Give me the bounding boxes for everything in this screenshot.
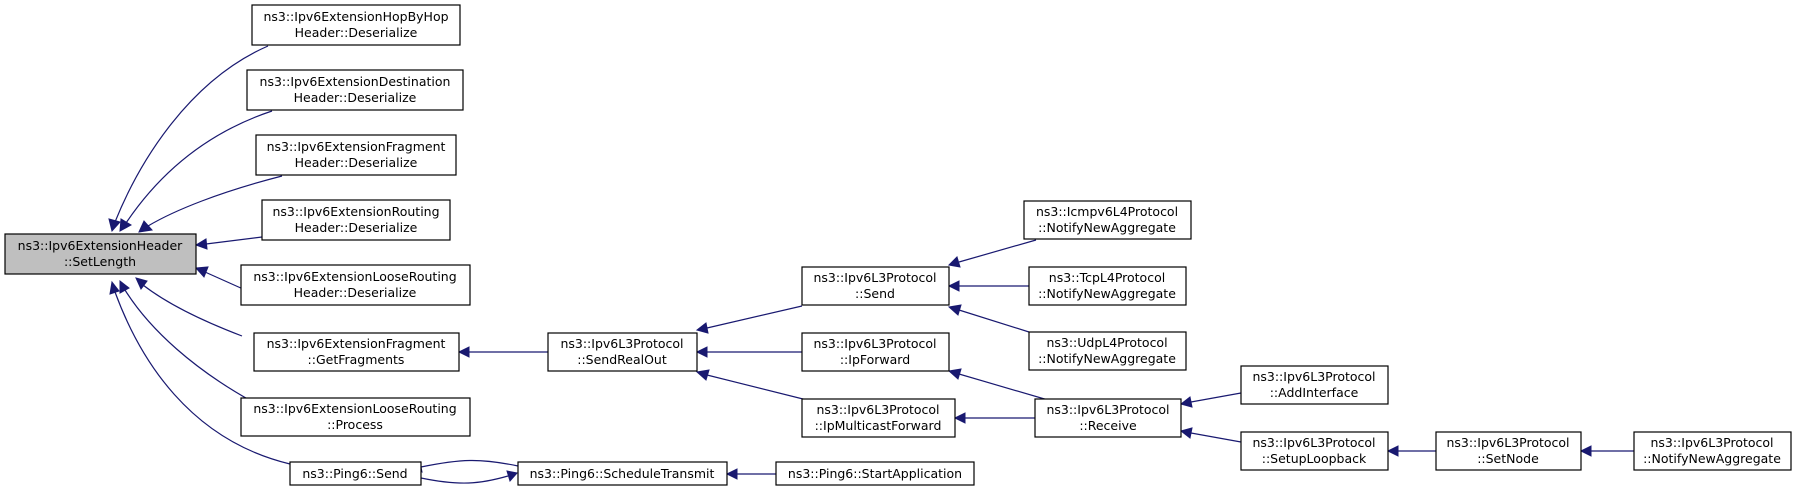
edge-setuploop-to-receive (1179, 427, 1242, 443)
edge-ping6send-to-schedule (420, 470, 518, 484)
edge-notifyagg-to-setnode (1579, 445, 1634, 457)
node-label-line-1: ns3::Ipv6ExtensionHopByHop (263, 9, 448, 24)
node-label-line-1: ns3::UdpL4Protocol (1046, 335, 1167, 350)
node-label-line-2: ::SetupLoopback (1262, 451, 1367, 466)
node-label-line-1: ns3::Ipv6L3Protocol (1046, 402, 1169, 417)
node-label-line-2: Header::Deserialize (294, 90, 417, 105)
node-tcpl4protocol-notifynewaggregate[interactable]: ns3::TcpL4Protocol ::NotifyNewAggregate (1028, 266, 1187, 306)
edge-udpl4-to-l3send (947, 304, 1030, 333)
edge-hopbyhop-to-root (108, 45, 269, 233)
node-label-line-2: ::Receive (1079, 418, 1137, 433)
edge-receive-to-ipforward (947, 368, 1049, 401)
node-udpl4protocol-notifynewaggregate[interactable]: ns3::UdpL4Protocol ::NotifyNewAggregate (1028, 331, 1187, 371)
node-looserouting-process[interactable]: ns3::Ipv6ExtensionLooseRouting ::Process (240, 397, 471, 437)
node-ipv6l3protocol-notifynewaggregate[interactable]: ns3::Ipv6L3Protocol ::NotifyNewAggregate (1633, 431, 1792, 471)
node-label-line-1: ns3::Ipv6L3Protocol (813, 270, 936, 285)
node-label-line-1: ns3::Ipv6ExtensionRouting (272, 204, 439, 219)
node-hopbyhop-deserialize[interactable]: ns3::Ipv6ExtensionHopByHop Header::Deser… (251, 4, 461, 46)
edge-looseprocess-to-root (119, 279, 254, 403)
node-ipv6l3protocol-ipmulticastforward[interactable]: ns3::Ipv6L3Protocol ::IpMulticastForward (801, 398, 956, 438)
node-label-line-2: Header::Deserialize (294, 285, 417, 300)
edge-looserouting-to-root (194, 266, 244, 290)
edge-routing-to-root (194, 236, 263, 250)
node-ipv6extensionheader-setlength[interactable]: ns3::Ipv6ExtensionHeader ::SetLength (4, 233, 197, 275)
node-label-line-2: ::IpForward (840, 352, 910, 367)
node-ipv6l3protocol-sendrealout[interactable]: ns3::Ipv6L3Protocol ::SendRealOut (547, 332, 698, 372)
node-label-line-1: ns3::Ipv6L3Protocol (816, 402, 939, 417)
node-label-line-2: Header::Deserialize (295, 220, 418, 235)
node-ping6-send[interactable]: ns3::Ping6::Send (289, 461, 422, 486)
node-label-line-2: ::SetLength (64, 254, 136, 269)
node-label-line-2: ::SetNode (1477, 451, 1539, 466)
node-label-line-2: Header::Deserialize (295, 155, 418, 170)
node-label-line-2: Header::Deserialize (295, 25, 418, 40)
edge-ping6send-to-root (109, 280, 291, 465)
node-label-line-1: ns3::TcpL4Protocol (1049, 270, 1165, 285)
node-ping6-startapplication[interactable]: ns3::Ping6::StartApplication (775, 461, 975, 486)
edge-icmpv6-to-l3send (947, 239, 1037, 268)
edges (108, 45, 1634, 484)
edge-ipforward-to-sendrealout (695, 346, 802, 358)
node-ping6-scheduletransmit[interactable]: ns3::Ping6::ScheduleTransmit (517, 461, 728, 486)
node-label-line-2: ::NotifyNewAggregate (1038, 220, 1176, 235)
edge-sendrealout-to-getfrags (457, 346, 548, 358)
edge-getfrags-to-root (135, 277, 243, 337)
node-label-line-1: ns3::Ipv6L3Protocol (1446, 435, 1569, 450)
node-fragmentheader-deserialize[interactable]: ns3::Ipv6ExtensionFragment Header::Deser… (255, 134, 457, 176)
edge-tcpl4-to-l3send (947, 280, 1034, 292)
node-destination-deserialize[interactable]: ns3::Ipv6ExtensionDestination Header::De… (246, 69, 464, 111)
node-routingheader-deserialize[interactable]: ns3::Ipv6ExtensionRouting Header::Deseri… (261, 199, 451, 241)
node-ipv6l3protocol-setnode[interactable]: ns3::Ipv6L3Protocol ::SetNode (1435, 431, 1582, 471)
edge-destination-to-root (119, 110, 273, 232)
node-label-line-1: ns3::Ipv6ExtensionHeader (18, 238, 184, 253)
node-label-line-2: ::NotifyNewAggregate (1038, 351, 1176, 366)
node-label-line-1: ns3::Ipv6L3Protocol (1252, 435, 1375, 450)
node-ipv6l3protocol-receive[interactable]: ns3::Ipv6L3Protocol ::Receive (1034, 398, 1182, 438)
node-label-line-2: ::NotifyNewAggregate (1643, 451, 1781, 466)
edge-fraghdr-to-root (138, 175, 283, 233)
node-label-line-1: ns3::Ping6::Send (302, 466, 407, 481)
node-label-line-1: ns3::Ipv6ExtensionLooseRouting (253, 269, 456, 284)
node-label-line-1: ns3::Ipv6L3Protocol (813, 336, 936, 351)
node-looseroutingheader-deserialize[interactable]: ns3::Ipv6ExtensionLooseRouting Header::D… (240, 264, 471, 306)
edge-ipmcast-to-sendrealout (695, 369, 808, 401)
node-ipv6l3protocol-setuploopback[interactable]: ns3::Ipv6L3Protocol ::SetupLoopback (1240, 431, 1389, 471)
node-label-line-2: ::SendRealOut (577, 352, 667, 367)
node-label-line-2: ::AddInterface (1270, 385, 1359, 400)
edge-addiface-to-receive (1179, 392, 1242, 408)
node-label-line-1: ns3::Ipv6ExtensionFragment (267, 139, 446, 154)
node-label-line-1: ns3::Ipv6ExtensionDestination (260, 74, 451, 89)
edge-receive-to-ipmcast (953, 412, 1035, 424)
node-label-line-1: ns3::Icmpv6L4Protocol (1036, 204, 1178, 219)
edge-setnode-to-setuploop (1386, 445, 1436, 457)
node-label-line-1: ns3::Ipv6ExtensionLooseRouting (253, 401, 456, 416)
node-label-line-1: ns3::Ipv6L3Protocol (1252, 369, 1375, 384)
node-ipv6l3protocol-addinterface[interactable]: ns3::Ipv6L3Protocol ::AddInterface (1240, 365, 1389, 405)
edge-startapp-to-schedule (725, 468, 776, 480)
node-label-line-1: ns3::Ipv6L3Protocol (560, 336, 683, 351)
node-label-line-1: ns3::Ping6::ScheduleTransmit (530, 466, 715, 481)
node-fragment-getfragments[interactable]: ns3::Ipv6ExtensionFragment ::GetFragment… (253, 332, 460, 372)
edge-schedule-to-ping6send (410, 459, 519, 473)
node-label-line-2: ::Process (327, 417, 383, 432)
node-ipv6l3protocol-ipforward[interactable]: ns3::Ipv6L3Protocol ::IpForward (801, 332, 950, 372)
node-icmpv6l4protocol-notifynewaggregate[interactable]: ns3::Icmpv6L4Protocol ::NotifyNewAggrega… (1023, 200, 1192, 240)
node-label-line-2: ::GetFragments (308, 352, 405, 367)
node-label-line-2: ::Send (855, 286, 895, 301)
node-label-line-2: ::NotifyNewAggregate (1038, 286, 1176, 301)
node-label-line-1: ns3::Ping6::StartApplication (788, 466, 962, 481)
node-label-line-1: ns3::Ipv6L3Protocol (1650, 435, 1773, 450)
node-label-line-2: ::IpMulticastForward (815, 418, 942, 433)
edge-l3send-to-sendrealout (695, 305, 803, 334)
node-ipv6l3protocol-send[interactable]: ns3::Ipv6L3Protocol ::Send (801, 266, 950, 306)
node-label-line-1: ns3::Ipv6ExtensionFragment (267, 336, 446, 351)
nodes: ns3::Ipv6ExtensionHeader ::SetLength ns3… (4, 4, 1792, 486)
